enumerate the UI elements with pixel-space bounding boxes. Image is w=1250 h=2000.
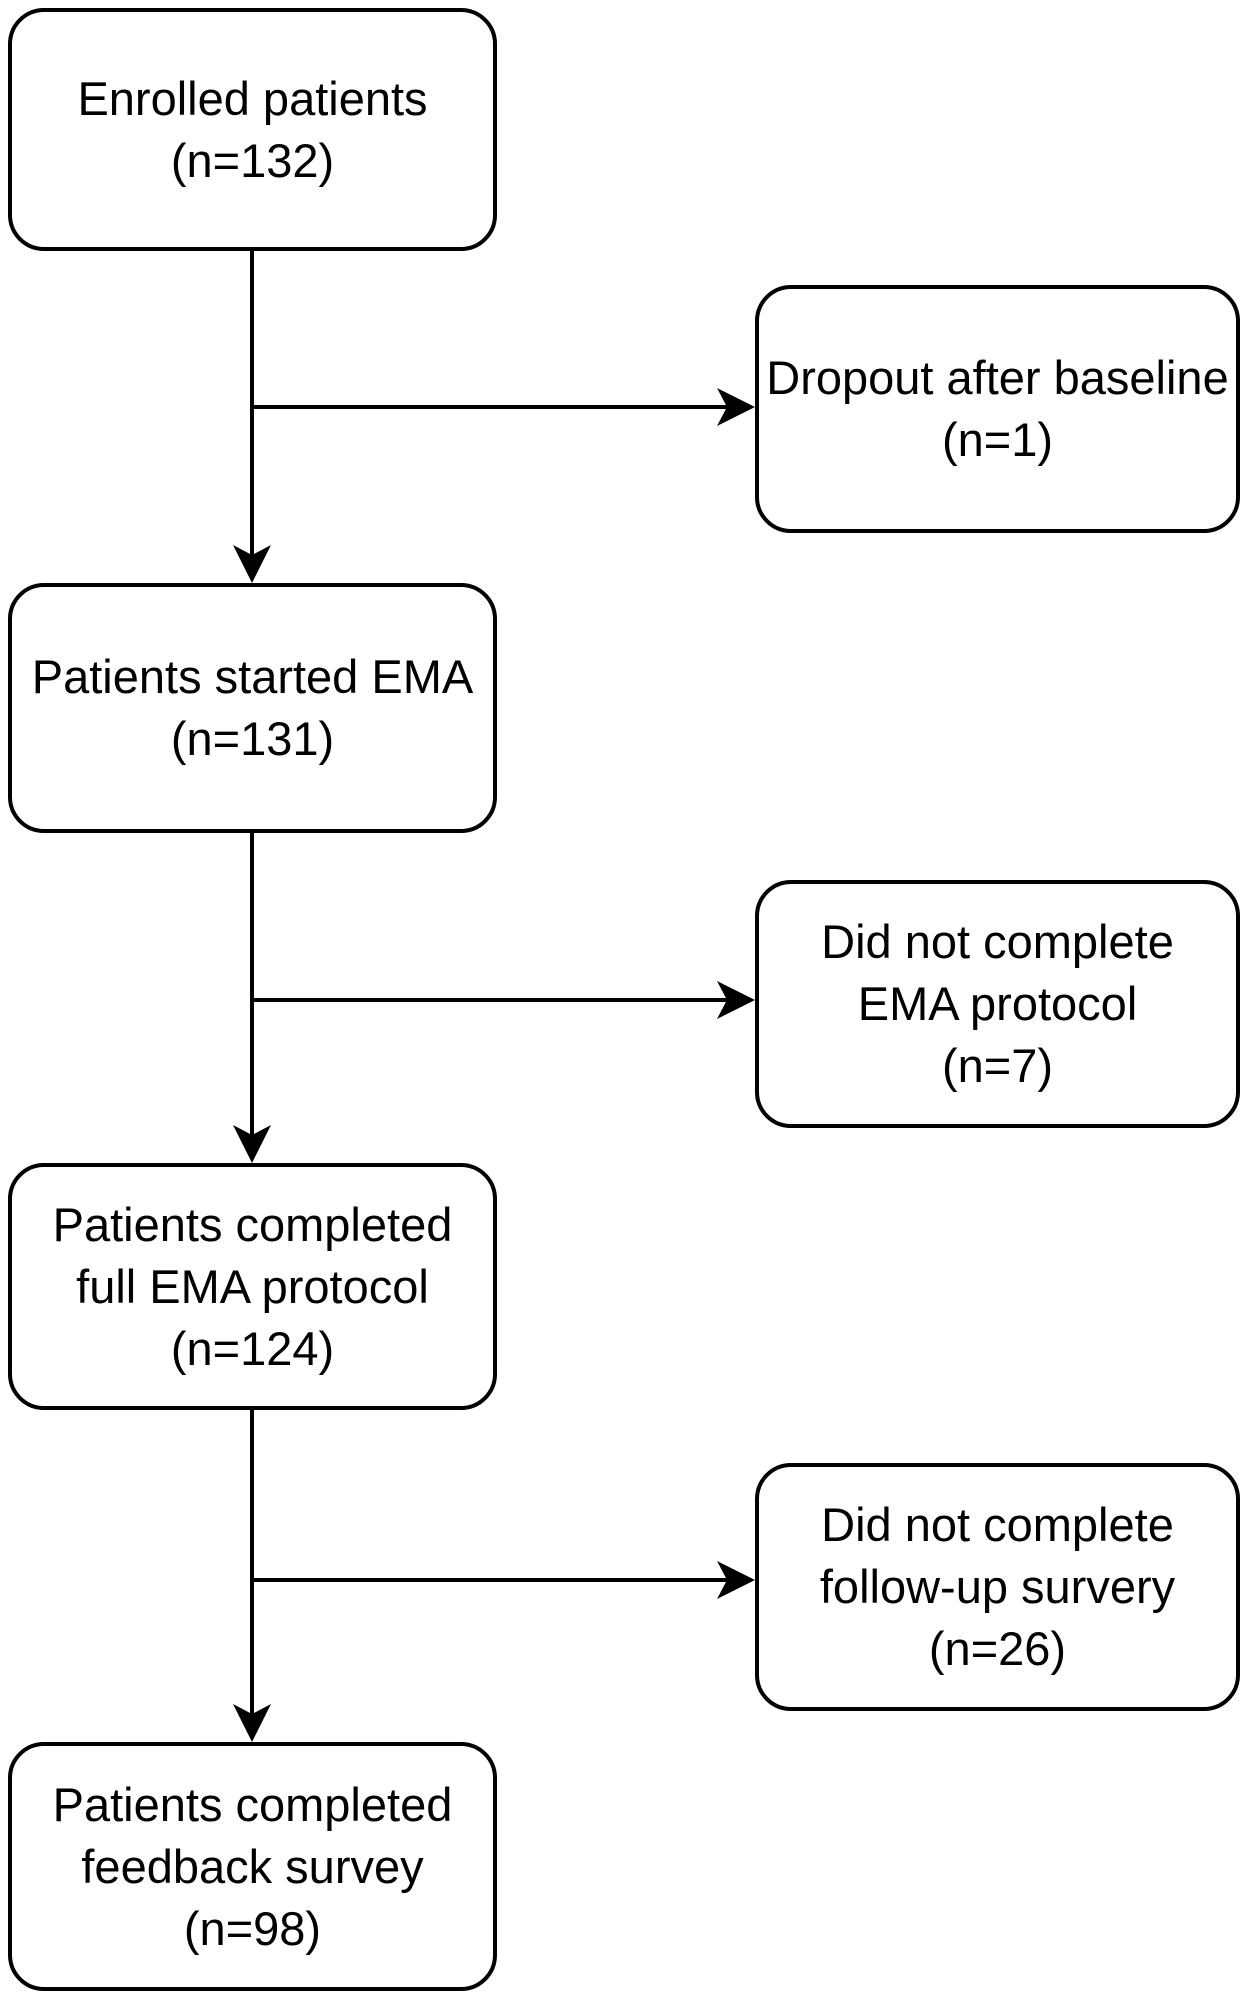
- flow-box-did-not-complete-ema-protocol: Did not complete EMA protocol (n=7): [755, 880, 1240, 1128]
- flow-box-patients-completed-full-ema: Patients completed full EMA protocol (n=…: [8, 1163, 497, 1410]
- box-label-line: Did not complete: [821, 915, 1174, 968]
- box-count-line: (n=1): [941, 413, 1054, 466]
- flow-box-patients-started-ema: Patients started EMA (n=131): [8, 583, 497, 833]
- box-count-line: (n=98): [183, 1901, 322, 1955]
- box-label-line: Did not complete: [821, 1498, 1174, 1551]
- arrow-branch-did-not-complete-followup: [252, 1561, 755, 1599]
- box-label-line: Patients completed: [52, 1197, 453, 1251]
- box-count-line: (n=124): [170, 1321, 335, 1375]
- flow-box-dropout-after-baseline: Dropout after baseline (n=1): [755, 285, 1240, 533]
- box-label-line: Patients completed: [52, 1777, 453, 1831]
- box-count-line: (n=26): [928, 1622, 1067, 1675]
- flow-box-enrolled-patients: Enrolled patients (n=132): [8, 8, 497, 251]
- box-label-line: follow-up survery: [819, 1560, 1176, 1613]
- box-count-line: (n=131): [170, 712, 335, 765]
- flow-box-patients-completed-feedback-survey: Patients completed feedback survey (n=98…: [8, 1742, 497, 1991]
- box-label-line: Dropout after baseline: [766, 351, 1229, 404]
- box-label-line: full EMA protocol: [76, 1259, 429, 1313]
- box-count-line: (n=132): [170, 133, 335, 187]
- arrow-branch-did-not-complete-ema: [252, 981, 755, 1019]
- arrow-enrolled-to-started-ema: [233, 249, 271, 583]
- box-label-line: EMA protocol: [857, 977, 1138, 1030]
- arrow-started-ema-to-completed-ema: [233, 831, 271, 1163]
- box-count-line: (n=7): [941, 1039, 1054, 1092]
- box-label-line: Enrolled patients: [77, 71, 428, 125]
- arrow-completed-ema-to-feedback-survey: [233, 1408, 271, 1742]
- box-label-line: feedback survey: [81, 1839, 424, 1893]
- arrow-branch-dropout-after-baseline: [252, 388, 755, 426]
- flow-box-did-not-complete-followup-survey: Did not complete follow-up survery (n=26…: [755, 1463, 1240, 1711]
- box-label-line: Patients started EMA: [31, 650, 474, 703]
